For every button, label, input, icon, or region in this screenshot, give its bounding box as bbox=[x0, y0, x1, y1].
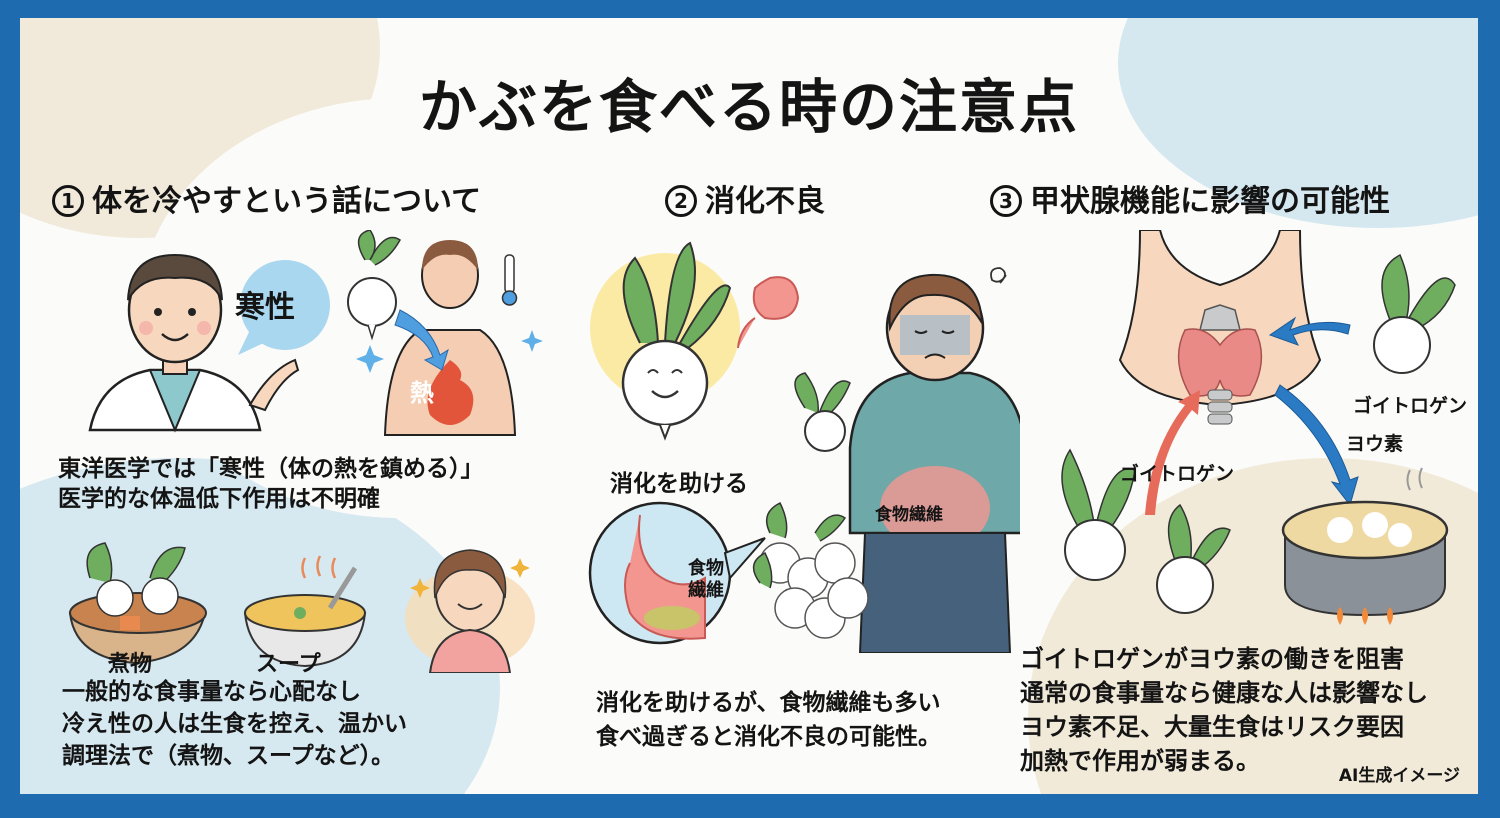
digestion-illustration bbox=[588, 241, 1020, 653]
nimono-pot-icon bbox=[68, 542, 207, 665]
turnip-right-icon bbox=[1373, 253, 1456, 374]
section-1-text-bottom: 一般的な食事量なら心配なし 冷え性の人は生食を控え、温かい 調理法で（煮物、スー… bbox=[62, 679, 407, 769]
heat-label: 熱 bbox=[410, 379, 434, 407]
section-1-text-top: 東洋医学では「寒性（体の熱を鎮める）」 医学的な体温低下作用は不明確 bbox=[58, 456, 484, 512]
cooking-pot-icon bbox=[1281, 467, 1449, 625]
doctor-and-body-illustration bbox=[88, 230, 543, 436]
red-arrow-up bbox=[1145, 390, 1200, 515]
blue-arrow-to-thyroid bbox=[1268, 316, 1351, 346]
happy-woman-icon bbox=[405, 549, 535, 673]
soup-bowl-icon bbox=[243, 555, 367, 668]
neck-thyroid-icon bbox=[1118, 230, 1322, 425]
section-3-number: 3 bbox=[990, 185, 1022, 217]
section-1-number: 1 bbox=[52, 185, 84, 217]
iodine-label: ヨウ素 bbox=[1346, 433, 1404, 455]
page-title: かぶを食べる時の注意点 bbox=[418, 73, 1079, 141]
speech-bubble bbox=[238, 260, 330, 355]
goitrogen-label-right: ゴイトロゲン bbox=[1353, 395, 1468, 417]
thyroid-illustration bbox=[1061, 230, 1456, 625]
doctor-illustration bbox=[88, 253, 300, 433]
stomach-fiber-label: 食物 繊維 bbox=[688, 558, 724, 601]
dishes-illustration bbox=[68, 542, 535, 673]
digestion-helper-label: 消化を助ける bbox=[610, 471, 748, 497]
man-with-indigestion-icon bbox=[794, 267, 1020, 653]
turnip-pile-icon bbox=[752, 501, 869, 639]
goitrogen-label-left: ゴイトロゲン bbox=[1120, 463, 1235, 485]
bg-blob-white bbox=[140, 98, 660, 518]
body-illustration bbox=[356, 240, 543, 436]
soup-label: スープ bbox=[256, 652, 321, 677]
nimono-label: 煮物 bbox=[108, 652, 153, 677]
held-turnip-icon bbox=[794, 372, 851, 452]
turnip-icon bbox=[347, 230, 401, 341]
happy-turnip-icon bbox=[590, 241, 800, 441]
stomach-magnifier-icon bbox=[588, 501, 766, 645]
section-3-text-bottom: ゴイトロゲンがヨウ素の働きを阻害 通常の食事量なら健康な人は影響なし ヨウ素不足… bbox=[1020, 645, 1428, 775]
ai-generated-label: AI生成イメージ bbox=[1338, 766, 1460, 786]
cartoon-turnips-icon bbox=[1061, 448, 1231, 614]
section-2-text-bottom: 消化を助けるが、食物繊維も多い 食べ過ぎると消化不良の可能性。 bbox=[596, 690, 941, 750]
belly-fiber-label: 食物繊維 bbox=[875, 505, 943, 525]
speech-bubble-label: 寒性 bbox=[235, 290, 295, 325]
section-2-number: 2 bbox=[665, 185, 697, 217]
